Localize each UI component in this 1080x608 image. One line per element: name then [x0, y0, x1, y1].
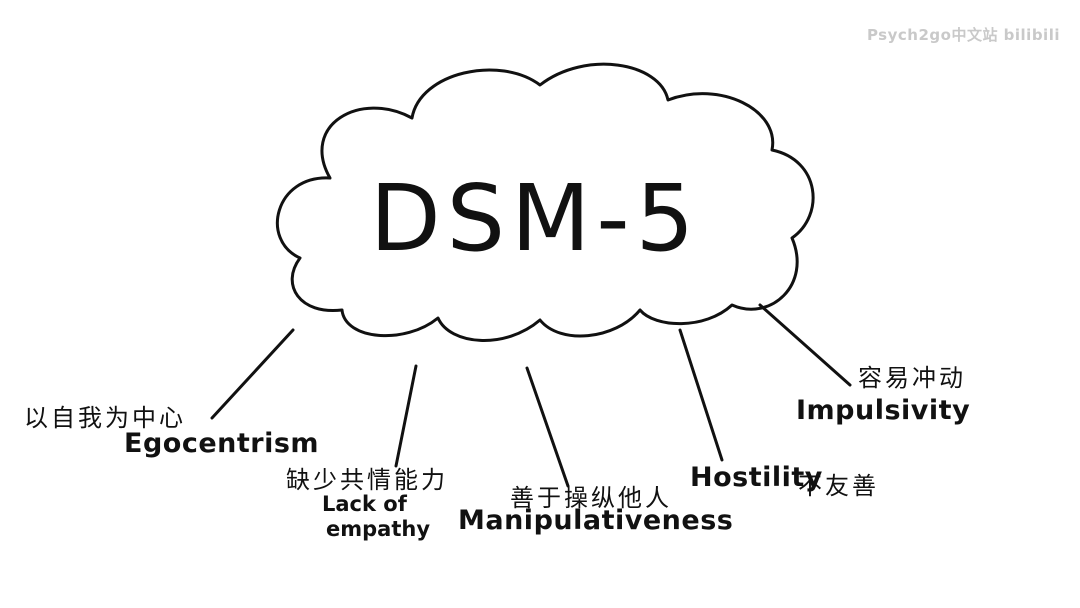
trait-manipulativeness-zh: 善于操纵他人 [510, 484, 672, 512]
connector-hostility [678, 328, 724, 462]
connector-manipulativeness [525, 366, 570, 488]
connector-egocentrism [210, 328, 295, 420]
trait-empathy-zh: 缺少共情能力 [286, 466, 448, 494]
trait-empathy-en-line2: empathy [326, 517, 431, 541]
trait-impulsivity-zh: 容易冲动 [858, 364, 966, 392]
connector-impulsivity [758, 303, 852, 387]
diagram-title: DSM-5 [369, 165, 701, 272]
cloud-shape [275, 62, 815, 342]
trait-egocentrism-en: Egocentrism [124, 428, 320, 459]
trait-hostility-en: Hostility [690, 462, 823, 493]
trait-manipulativeness-en: Manipulativeness [458, 505, 734, 536]
trait-hostility-zh: 不友善 [798, 472, 879, 500]
trait-egocentrism-zh: 以自我为中心 [24, 404, 186, 432]
trait-empathy-en-line1: Lack of [322, 492, 407, 516]
connector-empathy [394, 364, 418, 468]
watermark: Psych2go中文站 bilibili [866, 26, 1060, 44]
trait-impulsivity-en: Impulsivity [796, 395, 971, 426]
